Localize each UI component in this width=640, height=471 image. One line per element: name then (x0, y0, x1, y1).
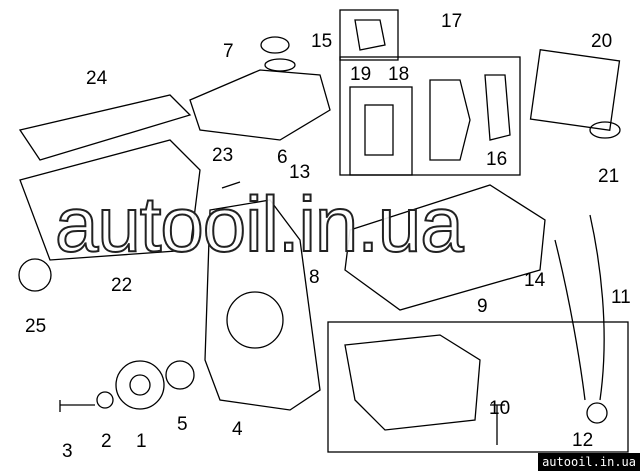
part-19-valve (354, 19, 386, 51)
part-18-filter (364, 104, 394, 156)
part-4-timing-cover (204, 199, 321, 411)
part-21-seal (589, 121, 621, 139)
box-9 (327, 321, 629, 453)
part-2-washer (96, 391, 114, 409)
callout-16: 16 (486, 149, 508, 170)
part-9-oil-pan-lower (344, 334, 481, 431)
part-12-plug (586, 402, 608, 424)
callout-22: 22 (111, 275, 133, 296)
part-16-gasket (484, 74, 511, 141)
callout-2: 2 (101, 431, 112, 452)
callout-24: 24 (86, 68, 108, 89)
part-10-plug (490, 404, 505, 445)
part-7-cap (260, 36, 290, 54)
part-1-pulley (115, 360, 165, 410)
part-5-seal (165, 360, 195, 390)
part-1-pulley-hub (129, 374, 151, 396)
callout-23: 23 (212, 145, 234, 166)
callout-14: 14 (524, 270, 546, 291)
callout-3: 3 (62, 441, 73, 462)
callout-20: 20 (591, 31, 613, 52)
callout-5: 5 (177, 414, 188, 435)
source-badge: autooil.in.ua (538, 453, 640, 471)
part-23-bolt (221, 181, 241, 189)
part-20-oil-cooler (529, 49, 621, 131)
part-4-timing-cover-hole (226, 291, 284, 349)
part-3-bolt (59, 400, 95, 412)
callout-18: 18 (388, 64, 410, 85)
watermark: autooil.in.ua (54, 180, 465, 268)
part-filter-housing (429, 79, 471, 161)
callout-13: 13 (289, 162, 311, 183)
box-18-outer (339, 56, 521, 176)
part-22-manifold (19, 139, 201, 261)
part-11-tube (589, 214, 605, 401)
callout-10: 10 (489, 398, 511, 419)
part-6-cover (189, 69, 331, 141)
callout-21: 21 (598, 166, 620, 187)
callout-7: 7 (223, 41, 234, 62)
callout-25: 25 (25, 316, 47, 337)
part-14-dipstick (554, 239, 586, 401)
callout-17: 17 (441, 11, 463, 32)
callout-9: 9 (477, 296, 488, 317)
callout-8: 8 (309, 267, 320, 288)
callout-1: 1 (136, 431, 147, 452)
box-15 (339, 9, 399, 61)
callout-6: 6 (277, 147, 288, 168)
callout-4: 4 (232, 419, 243, 440)
callout-11: 11 (611, 287, 631, 308)
callout-15: 15 (311, 31, 333, 52)
callout-12: 12 (572, 430, 594, 451)
box-18-inner (349, 86, 413, 176)
callout-19: 19 (350, 64, 372, 85)
part-25-ring (18, 258, 52, 292)
part-24-manifold-gasket (18, 94, 192, 161)
part-8-oil-pan-upper (344, 184, 546, 311)
part-7-seal (264, 58, 296, 72)
